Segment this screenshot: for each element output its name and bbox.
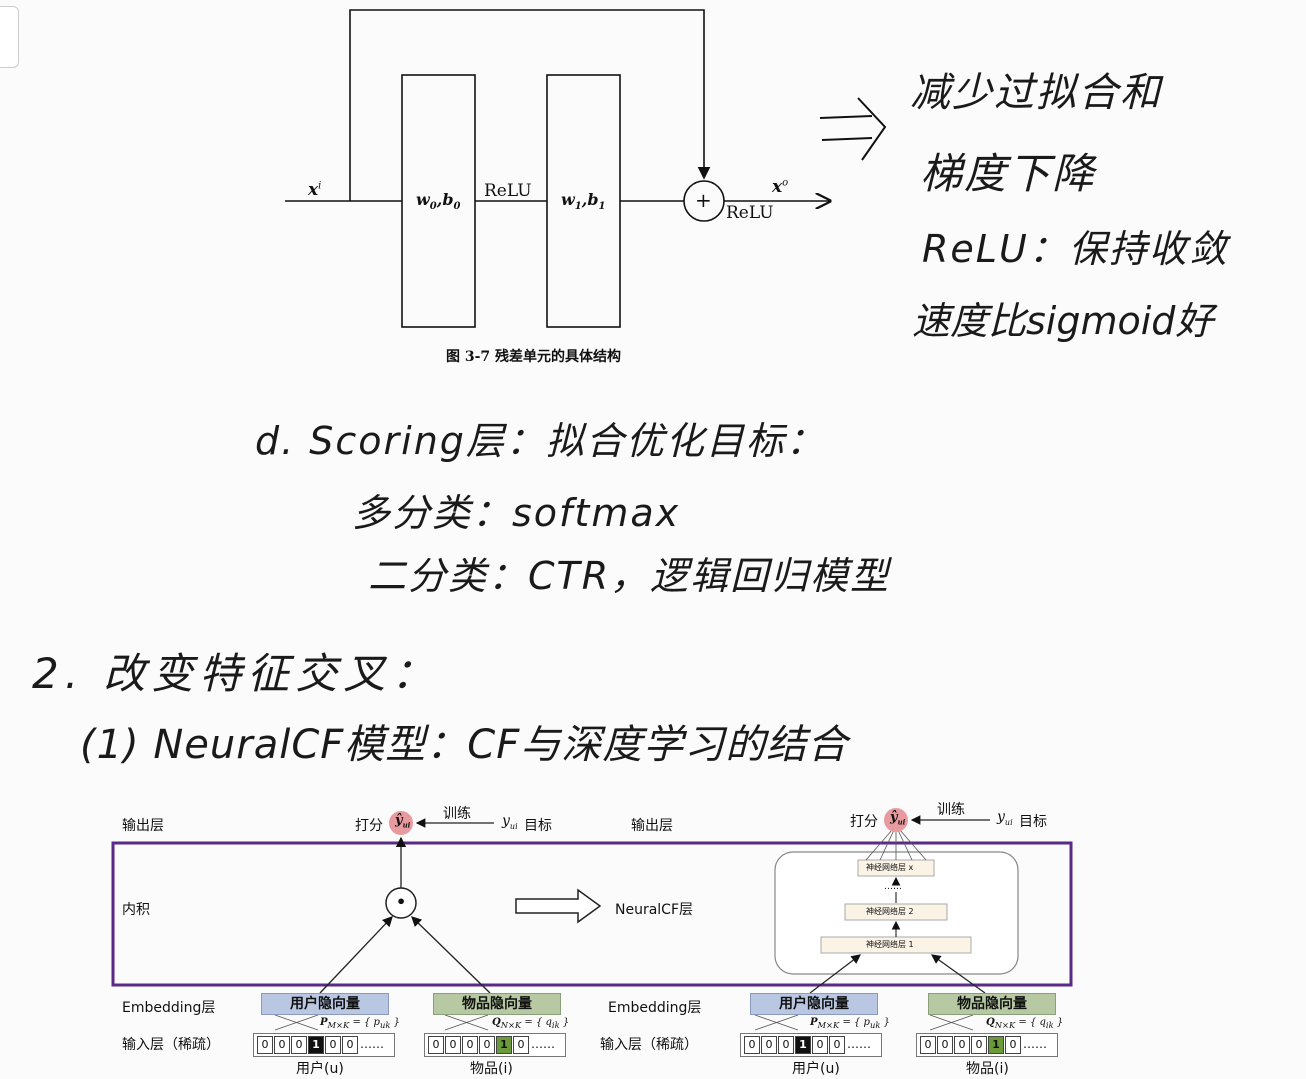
input-ellipsis: …… (531, 1037, 555, 1051)
right-item-vector: 物品隐向量 (928, 993, 1056, 1015)
input-cell: 0 (291, 1036, 307, 1054)
left-target-y: yui (502, 813, 518, 831)
left-output-layer-label: 输出层 (122, 818, 164, 834)
input-cell: 0 (1005, 1036, 1021, 1054)
left-train-label: 训练 (443, 806, 471, 822)
dot-symbol: • (396, 892, 407, 911)
ncf-frame (111, 841, 1073, 987)
w1-b1-label: w1,b1 (561, 190, 606, 213)
note-binary: 二分类：CTR，逻辑回归模型 (368, 554, 891, 598)
x-input-label: xi (308, 180, 322, 200)
neuralcf-layer-label: NeuralCF层 (615, 902, 694, 918)
nn-layer-2 (844, 903, 948, 921)
right-target-label: 目标 (1019, 814, 1047, 830)
left-item-label: 物品(i) (470, 1061, 513, 1077)
right-item-input-vector: 0 0 0 0 1 0 …… (916, 1033, 1058, 1057)
input-cell-active: 1 (308, 1036, 324, 1054)
note-section-2: 2. 改变特征交叉： (32, 649, 440, 698)
input-cell: 0 (971, 1036, 987, 1054)
left-target-label: 目标 (524, 818, 552, 834)
figure-caption: 图 3-7 残差单元的具体结构 (446, 349, 622, 365)
score-circle-right (884, 808, 908, 832)
right-user-input-vector: 0 0 0 1 0 0 …… (740, 1033, 882, 1057)
plus-sign: + (695, 188, 712, 212)
input-cell: 0 (428, 1036, 444, 1054)
right-train-label: 训练 (937, 802, 965, 818)
right-score-label: 打分 (850, 814, 878, 830)
left-item-vector: 物品隐向量 (433, 993, 561, 1015)
left-user-vector: 用户隐向量 (261, 993, 389, 1015)
left-user-input-vector: 0 0 0 1 0 0 …… (253, 1033, 395, 1057)
note-line-3: ReLU：保持收敛 (922, 227, 1229, 271)
input-cell: 0 (920, 1036, 936, 1054)
input-cell: 0 (761, 1036, 777, 1054)
right-item-label: 物品(i) (966, 1061, 1009, 1077)
input-cell: 0 (812, 1036, 828, 1054)
nn-ellipsis: …… (884, 882, 902, 892)
weight-box-1 (546, 74, 621, 328)
nn-layer-2-label: 神经网络层 2 (866, 907, 914, 916)
input-cell: 0 (257, 1036, 273, 1054)
right-output-layer-label: 输出层 (631, 818, 673, 834)
left-item-input-vector: 0 0 0 0 1 0 …… (424, 1033, 566, 1057)
left-q-formula: QN×K = { qik } (492, 1017, 570, 1030)
x-output-label: xo (772, 177, 789, 197)
right-embedding-layer-label: Embedding层 (608, 1000, 702, 1016)
input-cell: 0 (462, 1036, 478, 1054)
score-circle-left (389, 811, 413, 835)
input-ellipsis: …… (847, 1037, 871, 1051)
note-d-scoring: d. Scoring层：拟合优化目标： (255, 419, 826, 463)
nn-layer-1-label: 神经网络层 1 (866, 940, 914, 949)
weight-box-0 (401, 74, 476, 328)
relu-mid-label: ReLU (484, 181, 532, 201)
right-q-formula: QN×K = { qik } (986, 1017, 1064, 1030)
right-p-formula: PM×K = { puk } (810, 1017, 890, 1030)
w0-b0-label: w0,b0 (416, 190, 461, 213)
left-user-label: 用户(u) (296, 1061, 344, 1077)
right-user-vector: 用户隐向量 (750, 993, 878, 1015)
note-neuralcf: (1) NeuralCF模型：CF与深度学习的结合 (80, 722, 849, 768)
nn-layer-x-label: 神经网络层 x (866, 863, 914, 872)
input-ellipsis: …… (360, 1037, 384, 1051)
note-multiclass: 多分类：softmax (352, 491, 681, 535)
input-cell: 0 (513, 1036, 529, 1054)
handwritten-arrow (819, 97, 887, 161)
inner-product-label: 内积 (122, 902, 150, 918)
input-cell: 0 (445, 1036, 461, 1054)
input-cell: 0 (342, 1036, 358, 1054)
left-p-formula: PM×K = { puk } (320, 1017, 400, 1030)
window-edge-tab (0, 6, 19, 68)
note-line-4: 速度比sigmoid好 (912, 299, 1214, 343)
left-yhat: ŷui (395, 813, 411, 830)
mid-big-arrow (515, 888, 602, 924)
sum-node (683, 180, 725, 222)
input-cell: 0 (274, 1036, 290, 1054)
dot-node (385, 887, 417, 919)
input-cell: 0 (937, 1036, 953, 1054)
note-line-1: 减少过拟合和 (910, 70, 1162, 116)
right-user-label: 用户(u) (792, 1061, 840, 1077)
input-cell-active: 1 (988, 1036, 1004, 1054)
input-cell: 0 (954, 1036, 970, 1054)
left-input-layer-label: 输入层（稀疏） (122, 1037, 220, 1053)
input-cell: 0 (829, 1036, 845, 1054)
input-cell-active: 1 (795, 1036, 811, 1054)
input-cell: 0 (479, 1036, 495, 1054)
input-ellipsis: …… (1023, 1037, 1047, 1051)
input-cell-active: 1 (496, 1036, 512, 1054)
right-target-y: yui (997, 809, 1013, 827)
right-yhat: ŷui (890, 810, 906, 827)
left-score-label: 打分 (355, 818, 383, 834)
input-cell: 0 (325, 1036, 341, 1054)
input-cell: 0 (778, 1036, 794, 1054)
left-embedding-layer-label: Embedding层 (122, 1000, 216, 1016)
right-input-layer-label: 输入层（稀疏） (600, 1037, 698, 1053)
note-line-2: 梯度下降 (920, 149, 1097, 198)
relu-out-label: ReLU (726, 203, 774, 223)
input-cell: 0 (744, 1036, 760, 1054)
